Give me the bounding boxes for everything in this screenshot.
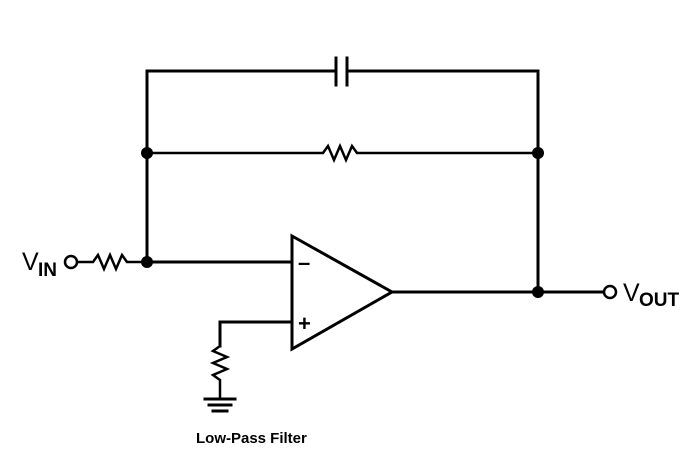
output-label-sub: OUT [639,290,680,311]
input-resistor [77,251,147,273]
input-label-main: V [22,248,39,276]
input-terminal: V IN [22,248,79,281]
noninverting-sign: + [298,311,311,336]
diagram-caption: Low-Pass Filter [196,430,307,447]
ground-icon [203,397,237,413]
input-label-sub: IN [38,260,57,281]
feedback-resistor [147,142,538,164]
op-amp: – + [290,233,396,352]
output-label-main: V [623,279,640,307]
feedback-capacitor [145,56,540,87]
inverting-sign: – [298,250,310,275]
input-terminal-circle [63,254,79,270]
output-terminal-circle [602,284,618,300]
output-terminal: V OUT [602,279,680,311]
junction-node-right-top [532,147,544,159]
ground-resistor [209,320,294,398]
junction-node-inverting [141,256,153,268]
junction-node-output [532,286,544,298]
junction-node-left-top [141,147,153,159]
op-amp-triangle [290,233,396,352]
